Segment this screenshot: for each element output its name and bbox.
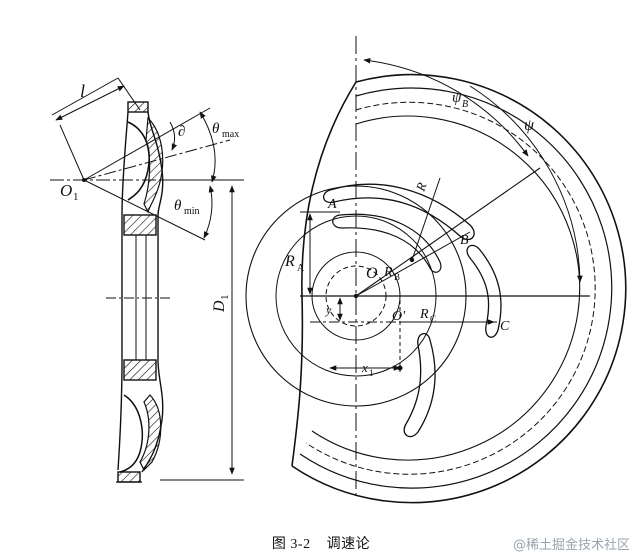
figure-number: 图 3-2 (271, 537, 311, 552)
label-o1: O (60, 181, 72, 200)
label-rc: R (419, 307, 429, 322)
line-r (411, 177, 441, 261)
label-o-prime: O' (392, 309, 406, 324)
label-theta-max-sub: max (222, 129, 239, 140)
slot-3 (403, 333, 436, 438)
inner-ring-2 (275, 215, 437, 377)
upper-groove (127, 121, 150, 201)
label-rb-sub: B (394, 272, 400, 282)
point-rb (409, 257, 415, 263)
figure-caption: 图 3-2 调速论 (0, 533, 642, 553)
label-delta: ∂ (178, 124, 185, 140)
rim-ring-3 (305, 101, 596, 475)
watermark: @稀土掘金技术社区 (512, 538, 630, 553)
label-c: C (500, 319, 510, 334)
label-x1-sub: 1 (369, 368, 374, 378)
rim-ring-4 (311, 115, 581, 461)
rim-ring-2 (299, 87, 613, 489)
label-d1-sub: 1 (219, 295, 231, 301)
figure-title: 调速论 (326, 537, 371, 552)
o1-point (82, 178, 86, 182)
point-x1 (397, 365, 403, 371)
psi-arc (469, 85, 583, 283)
front-view-labels: ψ B ψ A B C R R A O R B O' R C y x 1 (284, 90, 535, 378)
label-x1: x (361, 360, 368, 375)
inner-ring-1 (245, 185, 467, 407)
label-psi-b-sub: B (462, 99, 468, 110)
label-y: y (325, 303, 332, 317)
upper-groove-fill (143, 116, 164, 214)
side-section-view (106, 101, 172, 483)
label-d1: D (211, 300, 228, 313)
label-rb: R (383, 265, 393, 280)
hub-inner (325, 265, 387, 327)
front-view (245, 36, 627, 504)
line-ob (355, 167, 541, 297)
label-o: O (366, 265, 378, 282)
label-o1-sub: 1 (73, 191, 79, 203)
mid-block-lower (123, 359, 157, 381)
label-b: B (460, 233, 469, 248)
side-view-dimensions (50, 77, 244, 481)
point-o (353, 293, 359, 299)
bottom-lug (117, 471, 141, 483)
label-ra-sub: A (297, 263, 305, 274)
mid-block-upper (123, 214, 157, 236)
label-theta-min-sub: min (184, 206, 200, 217)
label-theta-max: θ (212, 121, 220, 137)
slot-2 (466, 244, 502, 338)
hub-ring (311, 251, 401, 341)
label-psi: ψ (524, 117, 535, 134)
label-l: l (80, 81, 85, 101)
slot-1 (323, 183, 475, 241)
lower-groove-fill (139, 394, 162, 472)
label-theta-min: θ (174, 198, 182, 214)
slot-4 (332, 213, 442, 273)
label-ra: R (284, 253, 295, 270)
label-psi-b: ψ (452, 90, 462, 106)
side-view-labels: l ∂ θ max θ min O 1 D 1 (60, 81, 239, 313)
disc-left-edge (291, 81, 357, 467)
label-a: A (327, 197, 337, 212)
psi-b-arc (363, 57, 529, 157)
label-rc-sub: C (430, 314, 436, 324)
outer-rim (291, 73, 627, 504)
line-to-b (355, 231, 471, 297)
lower-groove (119, 394, 143, 473)
